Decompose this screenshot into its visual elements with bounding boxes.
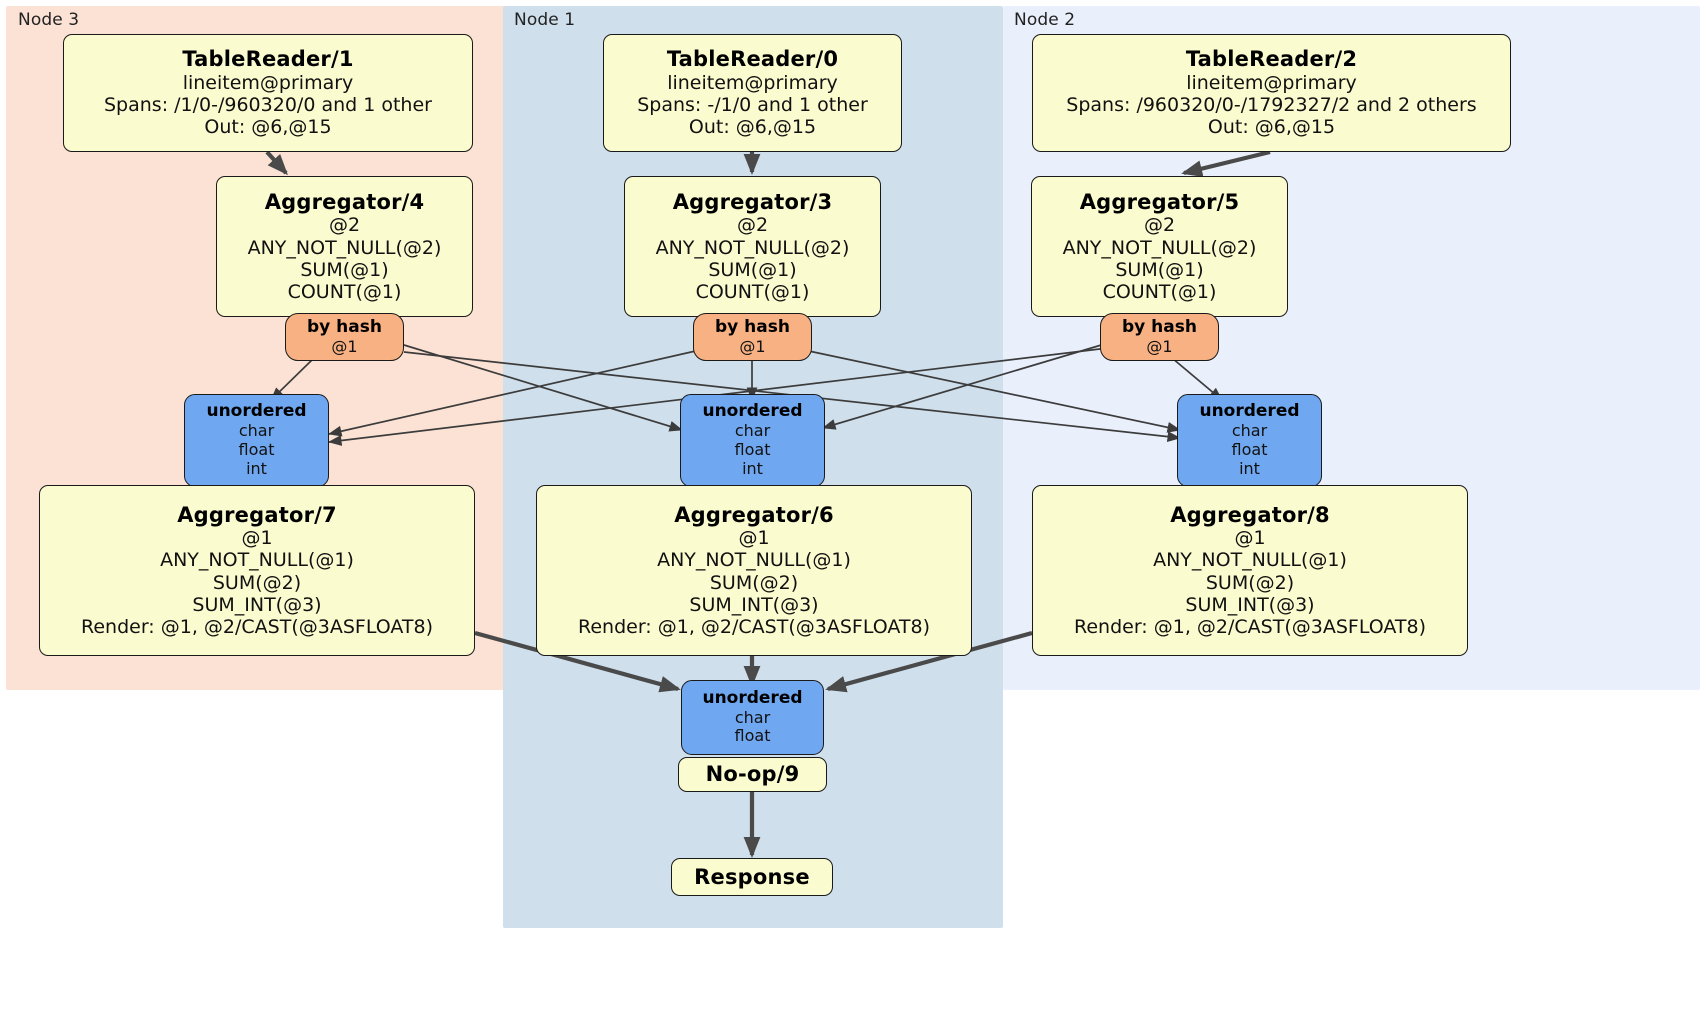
box-line: char [238,421,275,441]
box-line: float [238,440,275,460]
box-line: @1 [738,527,770,550]
box-aggregator-5[interactable]: Aggregator/5 @2 ANY_NOT_NULL(@2) SUM(@1)… [1031,176,1288,317]
box-line: COUNT(@1) [287,281,402,303]
box-line: Render: @1, @2/CAST(@3ASFLOAT8) [81,616,433,639]
box-line: char [1231,421,1268,441]
box-aggregator-4[interactable]: Aggregator/4 @2 ANY_NOT_NULL(@2) SUM(@1)… [216,176,473,317]
box-line: @1 [241,527,273,550]
box-line: ANY_NOT_NULL(@2) [1062,236,1257,259]
box-unordered-left[interactable]: unordered char float int [184,394,329,487]
box-line: ANY_NOT_NULL(@1) [657,549,851,572]
box-line: char [734,707,771,727]
box-line: @2 [328,214,361,237]
box-title: TableReader/2 [1185,47,1358,72]
box-title: Aggregator/6 [674,502,834,527]
box-line: SUM(@1) [300,258,389,281]
box-tablereader-0[interactable]: TableReader/0 lineitem@primary Spans: -/… [603,34,902,152]
box-unordered-final[interactable]: unordered char float [681,680,824,755]
box-title: unordered [206,401,307,422]
box-line: SUM(@1) [1115,258,1204,281]
box-title: Aggregator/8 [1170,502,1330,527]
box-title: Aggregator/5 [1079,189,1240,214]
box-line: @1 [1146,336,1173,356]
panel-label-node-3: Node 3 [18,10,80,30]
box-line: Out: @6,@15 [1207,116,1336,139]
box-line: COUNT(@1) [1102,281,1217,303]
box-title: Response [694,864,810,889]
box-aggregator-8[interactable]: Aggregator/8 @1 ANY_NOT_NULL(@1) SUM(@2)… [1032,485,1468,656]
box-line: lineitem@primary [1186,71,1357,94]
box-line: int [742,458,763,478]
box-line: Render: @1, @2/CAST(@3ASFLOAT8) [578,616,930,639]
panel-label-node-2: Node 2 [1014,10,1076,30]
box-line: SUM(@2) [709,571,799,594]
box-tablereader-1[interactable]: TableReader/1 lineitem@primary Spans: /1… [63,34,473,152]
box-noop-9[interactable]: No-op/9 [678,757,827,792]
box-title: Aggregator/4 [264,189,425,214]
box-by-hash-right[interactable]: by hash @1 [1100,313,1219,361]
box-line: @1 [1234,527,1266,550]
box-by-hash-middle[interactable]: by hash @1 [693,313,812,361]
box-title: Aggregator/3 [672,189,833,214]
box-line: ANY_NOT_NULL(@1) [1153,549,1347,572]
box-line: SUM_INT(@3) [689,593,819,616]
box-line: char [734,421,771,441]
box-line: ANY_NOT_NULL(@1) [160,549,354,572]
box-line: Spans: /1/0-/960320/0 and 1 other [104,94,432,117]
box-line: ANY_NOT_NULL(@2) [655,236,850,259]
box-line: SUM(@2) [212,571,302,594]
box-title: No-op/9 [705,762,800,787]
box-title: TableReader/1 [182,47,354,72]
box-by-hash-left[interactable]: by hash @1 [285,313,404,361]
box-aggregator-6[interactable]: Aggregator/6 @1 ANY_NOT_NULL(@1) SUM(@2)… [536,485,972,656]
box-line: SUM(@2) [1205,571,1295,594]
box-line: SUM(@1) [708,258,797,281]
box-unordered-right[interactable]: unordered char float int [1177,394,1322,487]
box-line: Render: @1, @2/CAST(@3ASFLOAT8) [1074,616,1426,639]
box-title: Aggregator/7 [177,502,337,527]
box-title: by hash [715,316,790,337]
box-tablereader-2[interactable]: TableReader/2 lineitem@primary Spans: /9… [1032,34,1511,152]
box-line: Spans: -/1/0 and 1 other [637,94,868,117]
box-line: @2 [736,214,769,237]
box-line: ANY_NOT_NULL(@2) [247,236,442,259]
box-line: @1 [739,336,766,356]
box-aggregator-7[interactable]: Aggregator/7 @1 ANY_NOT_NULL(@1) SUM(@2)… [39,485,475,656]
box-aggregator-3[interactable]: Aggregator/3 @2 ANY_NOT_NULL(@2) SUM(@1)… [624,176,881,317]
box-title: TableReader/0 [666,47,839,72]
box-title: unordered [702,687,803,708]
box-line: SUM_INT(@3) [192,593,322,616]
box-line: Spans: /960320/0-/1792327/2 and 2 others [1066,94,1477,117]
box-title: by hash [1122,316,1197,337]
box-title: by hash [307,316,382,337]
box-line: int [1239,458,1260,478]
box-line: float [734,726,771,746]
box-line: float [1231,440,1268,460]
box-line: Out: @6,@15 [688,116,817,139]
box-line: lineitem@primary [182,71,354,94]
box-line: lineitem@primary [667,71,838,94]
box-response[interactable]: Response [671,858,833,896]
panel-label-node-1: Node 1 [514,10,576,30]
box-line: @1 [331,336,358,356]
box-title: unordered [702,401,803,422]
box-title: unordered [1199,401,1300,422]
box-line: COUNT(@1) [695,281,810,303]
box-unordered-middle[interactable]: unordered char float int [680,394,825,487]
box-line: float [734,440,771,460]
box-line: @2 [1143,214,1176,237]
box-line: SUM_INT(@3) [1185,593,1315,616]
box-line: Out: @6,@15 [204,116,332,139]
box-line: int [246,458,267,478]
